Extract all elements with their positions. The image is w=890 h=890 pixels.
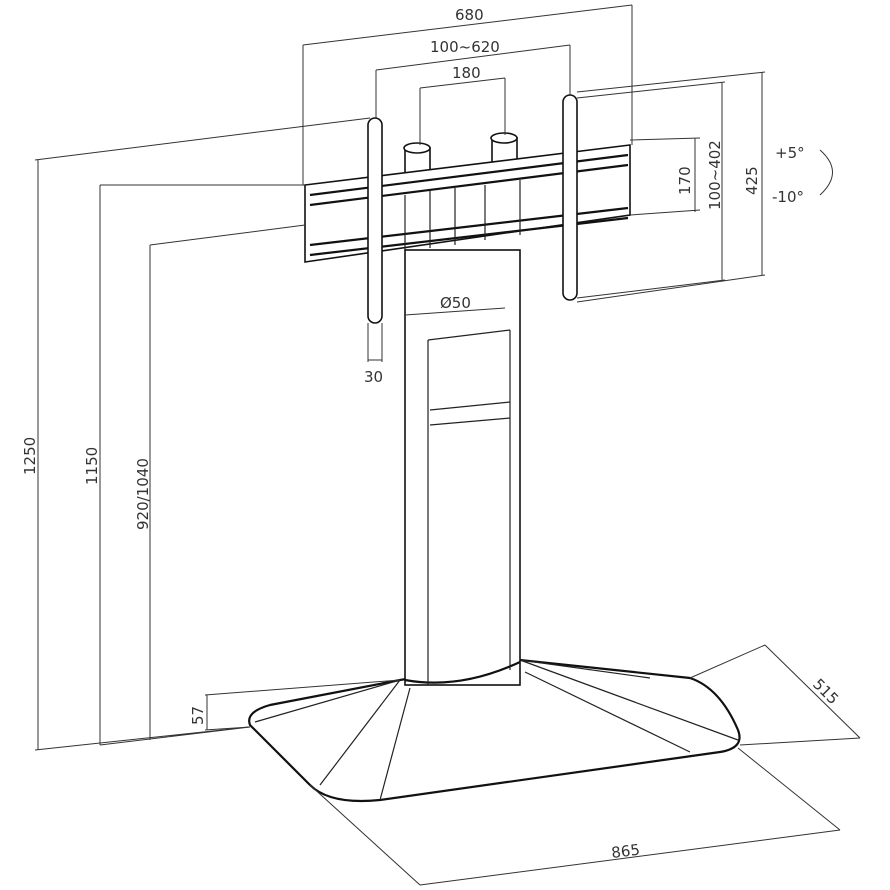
label-515: 515 (809, 675, 842, 708)
base-plate (248, 658, 741, 803)
label-180: 180 (452, 64, 481, 82)
mount-frame (304, 144, 631, 263)
label-57: 57 (189, 706, 207, 725)
dimension-lines (34, 4, 861, 886)
label-920-1040: 920/1040 (134, 458, 152, 530)
label-425: 425 (743, 166, 761, 195)
label-865: 865 (610, 841, 641, 862)
label-vesa-v: 100~402 (706, 140, 724, 210)
label-tilt-up: +5° (775, 144, 805, 162)
label-170: 170 (676, 166, 694, 195)
label-680: 680 (455, 6, 484, 24)
label-1150: 1150 (83, 447, 101, 485)
column (404, 249, 521, 686)
label-1250: 1250 (21, 437, 39, 475)
label-vesa-h: 100~620 (430, 38, 500, 56)
label-tilt-down: -10° (772, 188, 804, 206)
label-diameter: Ø50 (440, 294, 471, 312)
label-30: 30 (364, 368, 383, 386)
tilt-arc (819, 149, 833, 196)
